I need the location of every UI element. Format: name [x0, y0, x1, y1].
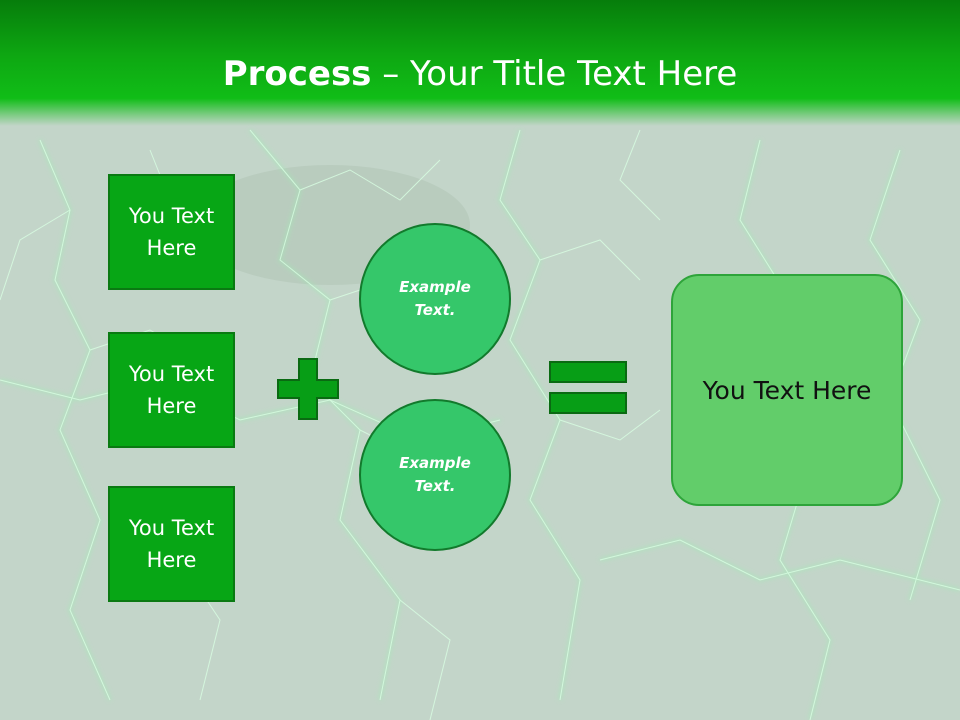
plus-icon	[277, 358, 339, 420]
input-box-1: You Text Here	[108, 174, 235, 290]
title-bold-part: Process	[222, 54, 372, 94]
input-box-2: You Text Here	[108, 332, 235, 448]
title-rest-part: – Your Title Text Here	[371, 54, 738, 94]
result-box-label: You Text Here	[702, 375, 872, 405]
input-box-3-label: You Text Here	[128, 516, 215, 572]
result-box: You Text Here	[671, 274, 903, 506]
input-box-2-label: You Text Here	[128, 362, 215, 418]
example-circle-1: Example Text.	[359, 223, 511, 375]
input-box-3: You Text Here	[108, 486, 235, 602]
title-bar	[0, 0, 960, 126]
input-box-1-label: You Text Here	[128, 204, 215, 260]
example-circle-2-label: Example Text.	[399, 454, 471, 495]
equals-icon	[549, 361, 627, 414]
example-circle-1-label: Example Text.	[399, 278, 471, 319]
example-circle-2: Example Text.	[359, 399, 511, 551]
slide-title: Process – Your Title Text Here	[0, 52, 960, 96]
